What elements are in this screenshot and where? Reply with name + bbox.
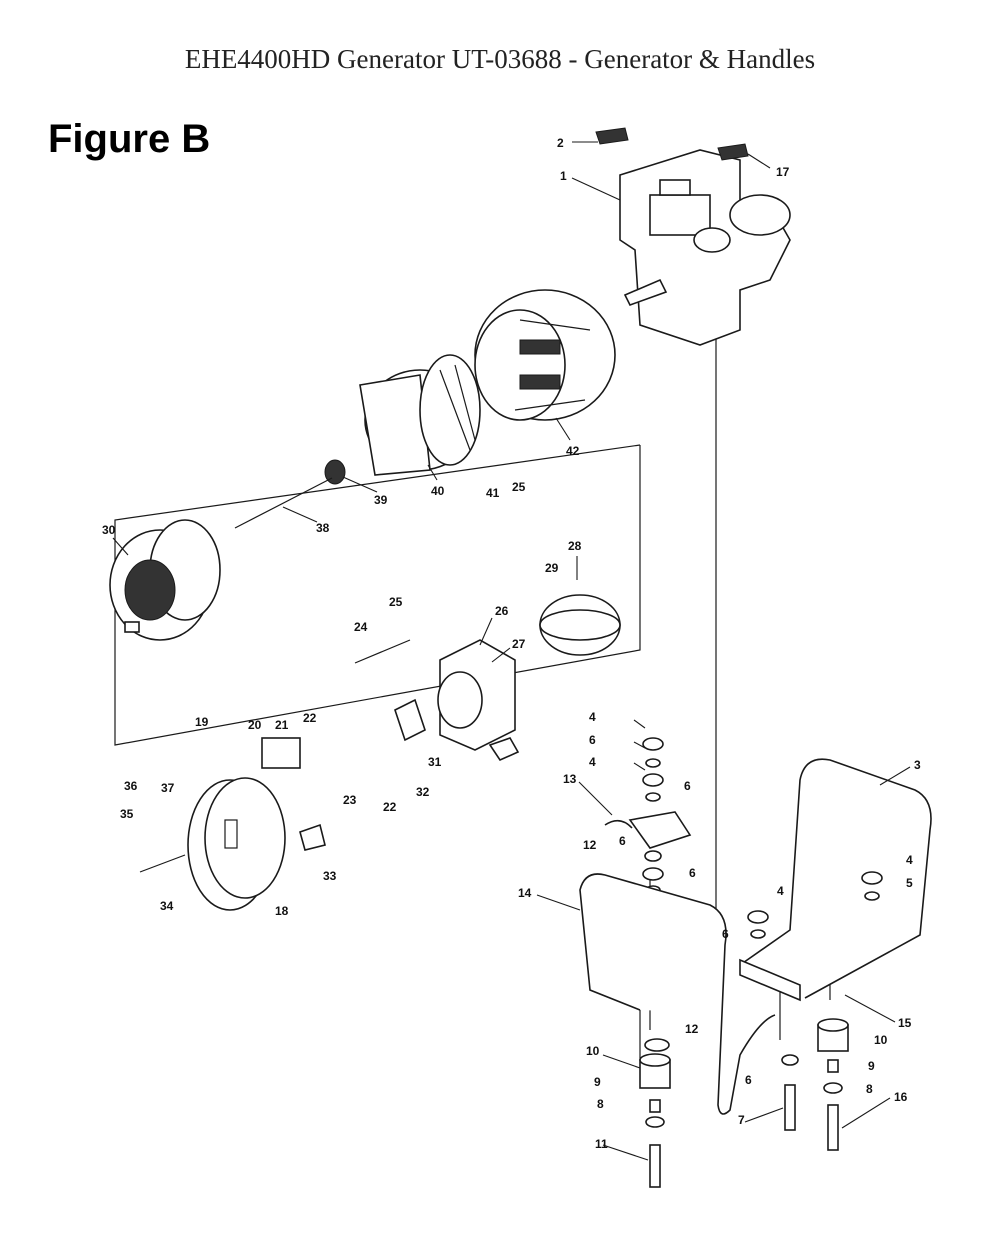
cross-tube-part: [739, 958, 801, 1002]
callout-16: 16: [894, 1090, 908, 1104]
mount-stack-right: [781, 1018, 849, 1151]
callout-25-upper: 25: [389, 595, 403, 609]
callout-42: 42: [566, 444, 580, 458]
callout-37: 37: [161, 781, 175, 795]
receptacle-part: [261, 737, 301, 769]
callout-11: 11: [595, 1137, 608, 1151]
adapter-part: [474, 289, 616, 421]
callout-4-mid: 4: [589, 755, 596, 769]
stator-part: [109, 519, 221, 641]
brush-holder-part: [394, 698, 426, 742]
bracket-part: [299, 823, 326, 851]
handle-right-part: [739, 758, 932, 999]
band-part: [539, 594, 621, 656]
callout-labels: 1 2 17 42 40 39 41 25 38 30 28 29 25 24 …: [102, 136, 921, 1151]
callout-8-left: 8: [597, 1097, 604, 1111]
callout-23: 23: [343, 793, 357, 807]
callout-41: 41: [486, 486, 500, 500]
callout-4-right: 4: [906, 853, 913, 867]
long-bolt-part: [139, 854, 186, 873]
callout-35: 35: [120, 807, 134, 821]
callout-25: 25: [512, 480, 526, 494]
callout-6-top: 6: [589, 733, 596, 747]
callout-8-right: 8: [866, 1082, 873, 1096]
leader-lines: [112, 141, 911, 1161]
callout-26: 26: [495, 604, 509, 618]
callout-4-top: 4: [589, 710, 596, 724]
callout-1: 1: [560, 169, 567, 183]
callout-7: 7: [738, 1113, 745, 1127]
callout-40: 40: [431, 484, 445, 498]
callout-13: 13: [563, 772, 577, 786]
callout-21: 21: [275, 718, 289, 732]
callout-15: 15: [898, 1016, 912, 1030]
washers-right: [747, 871, 883, 939]
callout-14: 14: [518, 886, 532, 900]
callout-29: 29: [545, 561, 559, 575]
callout-4-center: 4: [777, 884, 784, 898]
callout-22: 22: [303, 711, 317, 725]
callout-32: 32: [416, 785, 430, 799]
callout-9-right: 9: [868, 1059, 875, 1073]
callout-39: 39: [374, 493, 388, 507]
bolt-part: [354, 639, 411, 664]
callout-6-left: 6: [619, 834, 626, 848]
callout-18: 18: [275, 904, 289, 918]
engine-part: [595, 127, 791, 346]
callout-2: 2: [557, 136, 564, 150]
handle-left-part: [579, 873, 776, 1115]
end-cover-part: [187, 777, 286, 911]
callout-27: 27: [512, 637, 526, 651]
callout-36: 36: [124, 779, 138, 793]
bearing-part: [324, 459, 346, 485]
callout-17: 17: [776, 165, 790, 179]
callout-6-mid: 6: [684, 779, 691, 793]
callout-24: 24: [354, 620, 368, 634]
callout-20: 20: [248, 718, 262, 732]
through-bolt-part: [234, 477, 333, 529]
callout-6-bottom: 6: [745, 1073, 752, 1087]
callout-9-left: 9: [594, 1075, 601, 1089]
rotor-part: [359, 354, 481, 476]
callout-12-bottom: 12: [685, 1022, 699, 1036]
callout-38: 38: [316, 521, 330, 535]
page-title: EHE4400HD Generator UT-03688 - Generator…: [184, 44, 816, 74]
callout-6-right: 6: [689, 866, 696, 880]
callout-10-right: 10: [874, 1033, 888, 1047]
callout-31: 31: [428, 755, 442, 769]
callout-30: 30: [102, 523, 116, 537]
callout-5: 5: [906, 876, 913, 890]
end-bell-part: [437, 639, 520, 762]
callout-22-lower: 22: [383, 800, 397, 814]
mount-stack-upper: [604, 737, 692, 895]
callout-3: 3: [914, 758, 921, 772]
callout-19: 19: [195, 715, 209, 729]
callout-28: 28: [568, 539, 582, 553]
callout-6-center: 6: [722, 927, 729, 941]
callout-34: 34: [160, 899, 174, 913]
callout-33: 33: [323, 869, 337, 883]
figure-label: Figure B: [48, 117, 211, 161]
callout-12-top: 12: [583, 838, 597, 852]
mount-stack-left: [639, 1038, 671, 1188]
callout-10-left: 10: [586, 1044, 600, 1058]
